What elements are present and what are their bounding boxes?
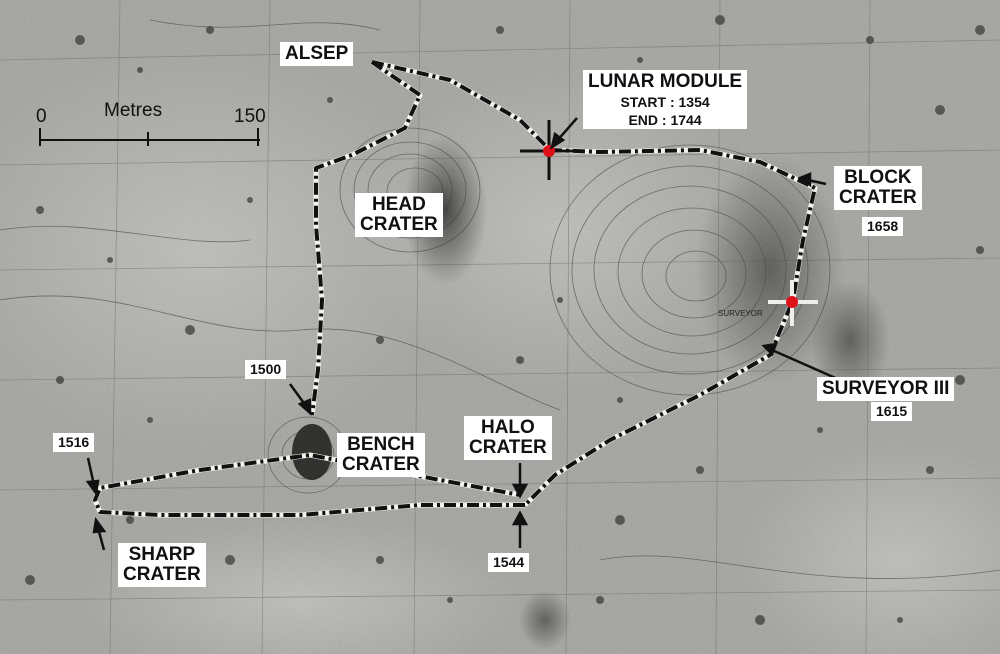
label-sharp-crater: SHARP CRATER bbox=[118, 543, 206, 587]
label-halo-crater: HALO CRATER bbox=[464, 416, 552, 460]
sharp-crater-line-1: SHARP bbox=[128, 544, 196, 565]
label-surveyor-time: 1615 bbox=[871, 402, 913, 421]
lunar-module-end: END : 1744 bbox=[628, 111, 702, 128]
block-crater-line-1: BLOCK bbox=[844, 167, 912, 188]
bench-crater-line-2: CRATER bbox=[342, 453, 420, 475]
scale-bar-line bbox=[39, 128, 260, 146]
surveyor-marker bbox=[768, 280, 818, 326]
label-time-1516: 1516 bbox=[53, 433, 95, 452]
halo-crater-line-2: CRATER bbox=[469, 436, 547, 458]
label-time-1500: 1500 bbox=[245, 360, 287, 379]
scale-end: 150 bbox=[234, 106, 266, 127]
label-head-crater: HEAD CRATER bbox=[355, 193, 443, 237]
bench-crater-line-1: BENCH bbox=[347, 434, 415, 455]
label-alsep: ALSEP bbox=[280, 42, 354, 66]
halo-crater-line-1: HALO bbox=[480, 417, 535, 438]
surveyor-map-annotation: SURVEYOR bbox=[718, 309, 763, 318]
scale-bar: 0 Metres 150 bbox=[28, 98, 278, 148]
block-crater-line-2: CRATER bbox=[839, 186, 917, 208]
lunar-module-title: LUNAR MODULE bbox=[588, 71, 743, 92]
label-surveyor: SURVEYOR III bbox=[817, 377, 955, 401]
label-block-crater: BLOCK CRATER bbox=[834, 166, 922, 210]
lunar-module-start: START : 1354 bbox=[620, 93, 710, 110]
label-lunar-module: LUNAR MODULE START : 1354 END : 1744 bbox=[583, 70, 748, 130]
sharp-crater-line-2: CRATER bbox=[123, 563, 201, 585]
head-crater-line-2: CRATER bbox=[360, 213, 438, 235]
scale-unit: Metres bbox=[104, 100, 163, 121]
scale-start: 0 bbox=[36, 106, 47, 127]
label-bench-crater: BENCH CRATER bbox=[337, 433, 425, 477]
label-time-1544: 1544 bbox=[488, 553, 530, 572]
label-block-time: 1658 bbox=[862, 217, 904, 236]
head-crater-line-1: HEAD bbox=[371, 194, 426, 215]
